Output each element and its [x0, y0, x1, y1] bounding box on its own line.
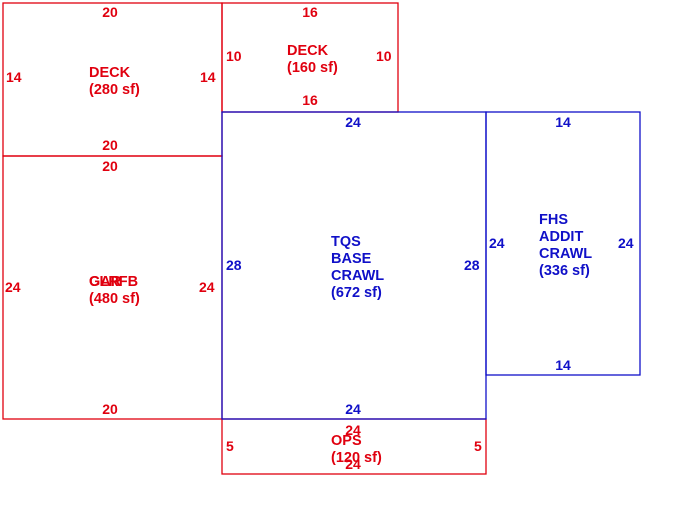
- garage-area[interactable]: 20 20 24 24 GAR CLRFB (480 sf): [2, 155, 223, 420]
- tqs-top-dim: 24: [345, 114, 361, 130]
- deck-160-right-dim: 10: [376, 48, 392, 64]
- fhs-name-line-2: ADDIT: [539, 229, 583, 245]
- ops-bottom-dim: 24: [345, 456, 361, 472]
- deck-160-left-dim: 10: [226, 48, 242, 64]
- tqs-name-line-1: TQS: [331, 234, 361, 250]
- garage-top-dim: 20: [102, 158, 118, 174]
- ops-left-dim: 5: [226, 438, 234, 454]
- deck-280-left-dim: 14: [6, 69, 22, 85]
- ops-name: OPS: [331, 433, 362, 449]
- garage-left-dim: 24: [5, 279, 21, 295]
- fhs-name-line-1: FHS: [539, 212, 568, 228]
- fhs-area-text: (336 sf): [539, 263, 590, 279]
- deck-280-right-dim: 14: [200, 69, 216, 85]
- fhs-addit-crawl-area[interactable]: 14 14 24 24 FHS ADDIT CRAWL (336 sf): [485, 111, 641, 376]
- tqs-right-dim: 28: [464, 257, 480, 273]
- deck-160-area-text: (160 sf): [287, 60, 338, 76]
- tqs-base-crawl-area[interactable]: 24 24 28 28 TQS BASE CRAWL (672 sf): [221, 111, 487, 420]
- garage-area-text: (480 sf): [89, 291, 140, 307]
- fhs-outline: [485, 111, 641, 376]
- tqs-name-line-2: BASE: [331, 251, 372, 267]
- tqs-area-text: (672 sf): [331, 285, 382, 301]
- fhs-left-dim: 24: [489, 235, 505, 251]
- deck-160-bottom-dim: 16: [302, 92, 318, 108]
- tqs-bottom-dim: 24: [345, 401, 361, 417]
- ops-right-dim: 5: [474, 438, 482, 454]
- deck-280-top-dim: 20: [102, 4, 118, 20]
- deck-280-area[interactable]: 20 20 14 14 DECK (280 sf): [2, 2, 223, 157]
- garage-name-a: GAR: [89, 274, 122, 290]
- tqs-left-dim: 28: [226, 257, 242, 273]
- tqs-name-line-3: CRAWL: [331, 268, 384, 284]
- fhs-bottom-dim: 14: [555, 357, 571, 373]
- deck-160-name: DECK: [287, 43, 329, 59]
- ops-area[interactable]: 24 24 5 5 OPS (120 sf): [221, 418, 487, 475]
- ops-top-dim: 24: [345, 422, 361, 438]
- garage-right-dim: 24: [199, 279, 215, 295]
- ops-area-text: (120 sf): [331, 450, 382, 466]
- deck-280-name: DECK: [89, 65, 131, 81]
- deck-160-top-dim: 16: [302, 4, 318, 20]
- fhs-name-line-3: CRAWL: [539, 246, 592, 262]
- garage-bottom-dim: 20: [102, 401, 118, 417]
- fhs-top-dim: 14: [555, 114, 571, 130]
- deck-280-bottom-dim: 20: [102, 137, 118, 153]
- deck-160-area[interactable]: 16 16 10 10 DECK (160 sf): [221, 2, 399, 113]
- deck-280-area-text: (280 sf): [89, 82, 140, 98]
- garage-name-b: CLRFB: [89, 274, 138, 290]
- fhs-right-dim: 24: [618, 235, 634, 251]
